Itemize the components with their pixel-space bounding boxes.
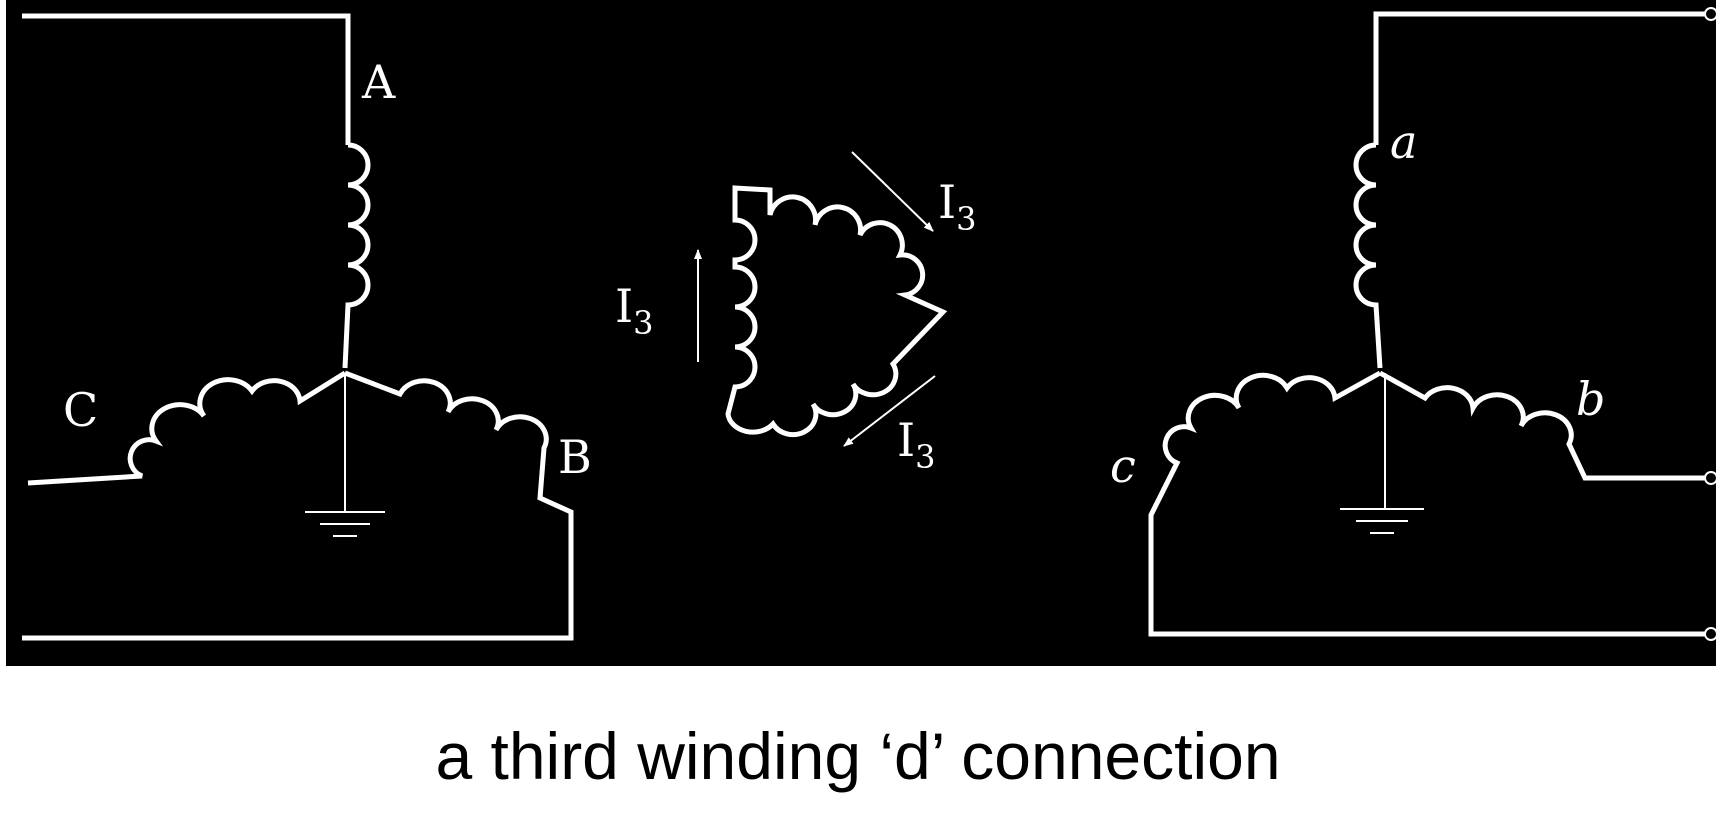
primary-phase-c-coil (27, 370, 347, 486)
primary-label-b: B (558, 430, 592, 484)
terminal-b-icon (1704, 471, 1716, 485)
primary-phase-a-coil (342, 142, 371, 369)
tertiary-delta-winding: I3 I3 I3 (615, 151, 977, 476)
secondary-terminals (1704, 7, 1716, 641)
primary-ground-symbol (305, 373, 385, 537)
secondary-label-b: b (1576, 372, 1605, 426)
primary-phase-a-lead (22, 13, 351, 145)
primary-phase-b-coil (22, 370, 574, 641)
secondary-phase-b-coil (1378, 370, 1710, 481)
current-label-left: I3 (615, 279, 654, 342)
current-label-top: I3 (938, 175, 977, 238)
diagram-panel (6, 0, 1716, 666)
terminal-a-icon (1704, 7, 1716, 21)
secondary-phase-a-coil (1353, 142, 1383, 369)
current-label-bottom: I3 (897, 413, 936, 476)
tertiary-delta-coil (725, 185, 948, 438)
secondary-phase-a-lead (1373, 11, 1708, 145)
secondary-phase-c-coil (1148, 370, 1710, 637)
secondary-ground-symbol (1340, 373, 1424, 534)
terminal-c-icon (1704, 627, 1716, 641)
secondary-star-winding: a b c (1110, 7, 1716, 641)
primary-star-winding: A B C (22, 13, 592, 641)
secondary-label-a: a (1390, 115, 1417, 169)
primary-label-a: A (361, 55, 396, 109)
current-arrow-bottom (843, 375, 936, 447)
diagram-caption: a third winding ‘d’ connection (435, 719, 1281, 793)
primary-label-c: C (63, 383, 98, 437)
secondary-label-c: c (1110, 439, 1136, 493)
current-arrow-top (851, 151, 934, 232)
